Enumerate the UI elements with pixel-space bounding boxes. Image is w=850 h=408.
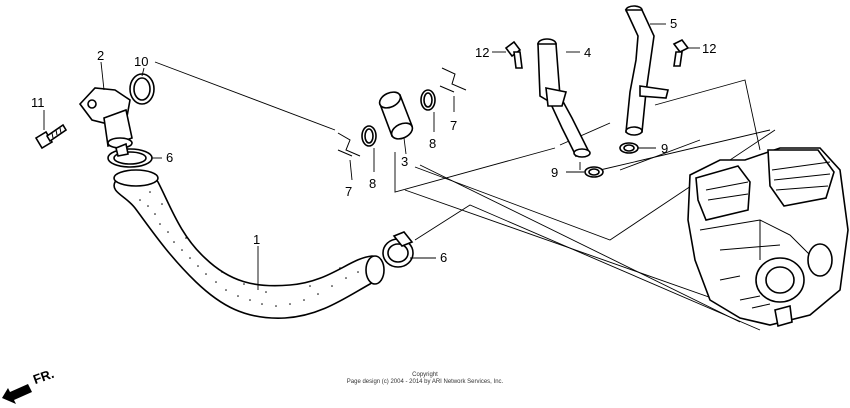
callout-7-left: 7 <box>345 184 352 199</box>
water-pipe-4[interactable] <box>537 38 591 158</box>
callout-8-left: 8 <box>369 176 376 191</box>
engine-illustration <box>687 147 849 328</box>
o-ring-9-left[interactable] <box>584 166 604 178</box>
o-ring-8-right[interactable] <box>420 89 436 111</box>
callout-7-right: 7 <box>450 118 457 133</box>
callout-labels: 1 2 3 4 5 6 6 7 7 8 8 9 9 10 11 12 12 <box>31 16 716 265</box>
callout-2: 2 <box>97 48 104 63</box>
callout-12-left: 12 <box>475 45 489 60</box>
callout-9-left: 9 <box>551 165 558 180</box>
o-ring-10[interactable] <box>129 73 155 105</box>
callout-8-right: 8 <box>429 136 436 151</box>
copyright-title: Copyright <box>412 372 438 378</box>
o-ring-9-right[interactable] <box>619 142 639 154</box>
callout-10: 10 <box>134 54 148 69</box>
front-direction-arrow <box>2 384 32 404</box>
callout-9-right: 9 <box>661 141 668 156</box>
hose-clamp-6-upper[interactable] <box>107 142 153 168</box>
joint-3[interactable] <box>377 89 415 142</box>
callout-6-lower: 6 <box>440 250 447 265</box>
callout-leaders <box>43 23 700 290</box>
callout-4: 4 <box>584 45 591 60</box>
callout-6-upper: 6 <box>166 150 173 165</box>
bolt-12-right[interactable] <box>672 38 690 67</box>
water-pipe-5[interactable] <box>624 5 669 136</box>
hose-clamp-6-lower[interactable] <box>382 231 414 268</box>
clip-7-left[interactable] <box>337 132 361 157</box>
water-hose-1[interactable] <box>113 169 385 319</box>
water-outlet-2[interactable] <box>78 87 133 149</box>
copyright-line: Page design (c) 2004 - 2014 by ARI Netwo… <box>346 379 504 385</box>
callout-12-right: 12 <box>702 41 716 56</box>
o-ring-8-left[interactable] <box>361 125 377 147</box>
callout-11: 11 <box>31 95 45 110</box>
bolt-11[interactable] <box>34 123 68 150</box>
reference-lines <box>154 61 776 331</box>
clip-7-right[interactable] <box>439 67 467 93</box>
callout-3: 3 <box>401 154 408 169</box>
callout-1: 1 <box>253 232 260 247</box>
callout-5: 5 <box>670 16 677 31</box>
bolt-12-left[interactable] <box>504 40 523 69</box>
